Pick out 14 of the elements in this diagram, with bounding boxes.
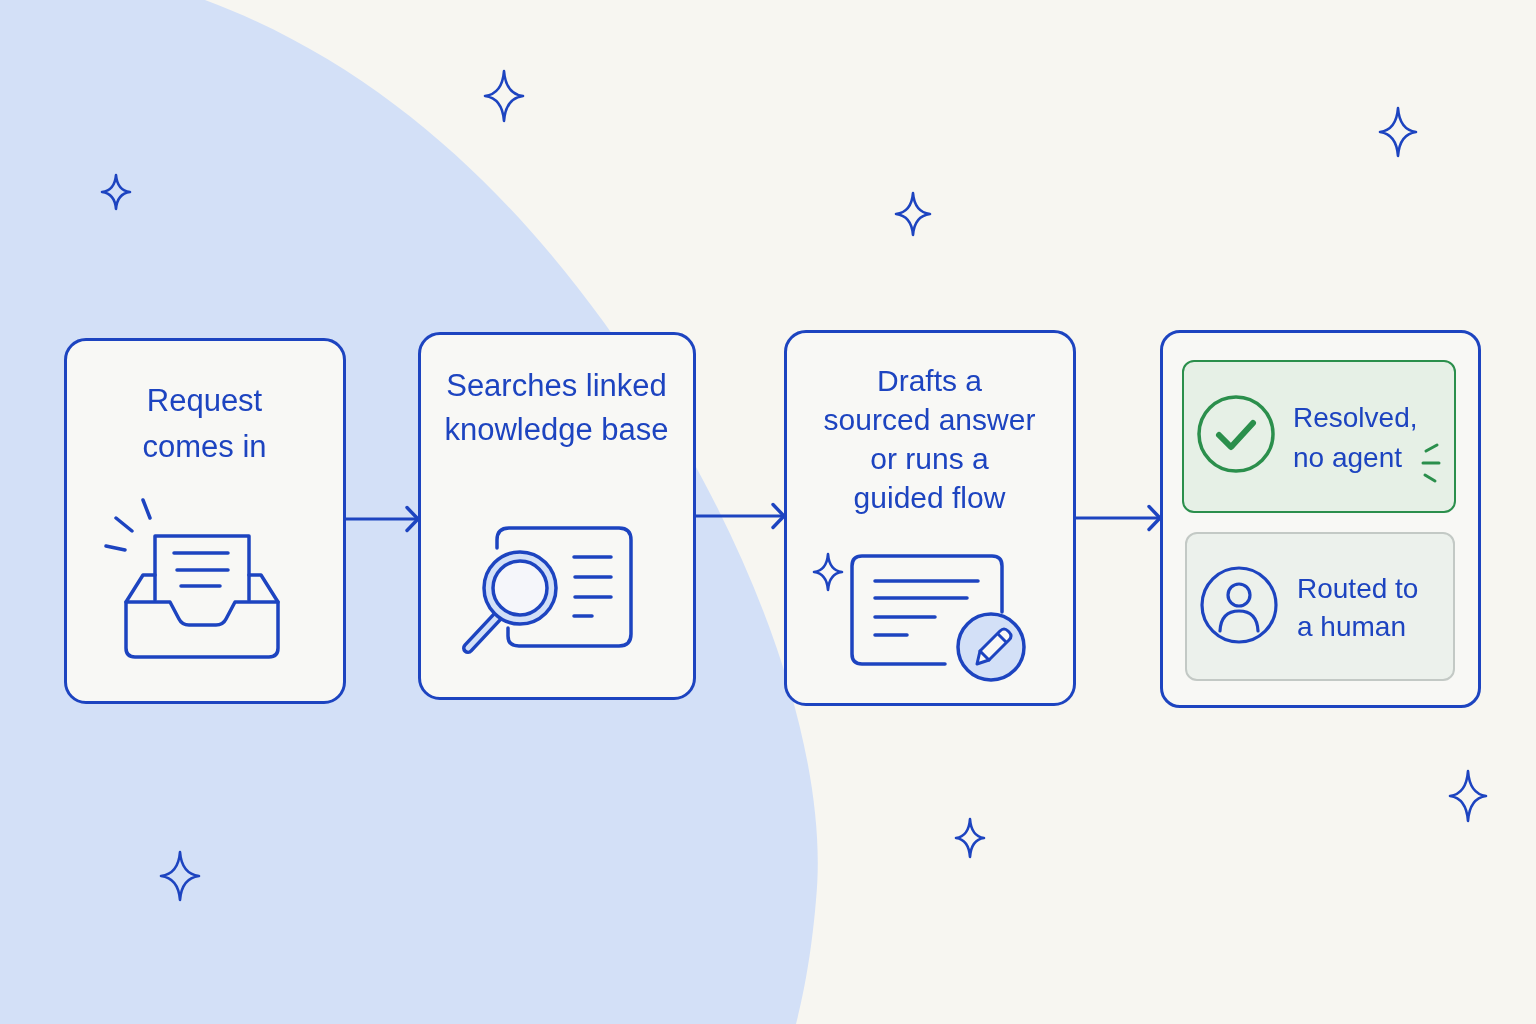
arrow (694, 502, 786, 530)
process-box (784, 330, 1076, 706)
arrow (1074, 504, 1162, 532)
process-box (418, 332, 696, 700)
step-text: Request comes in (141, 381, 268, 466)
outcome-panel (1160, 330, 1481, 708)
arrow (344, 505, 420, 533)
step-text: Resolved, no agent (1293, 401, 1419, 475)
step-text: Searches linked knowledge base (443, 366, 670, 449)
outcome-card (1184, 531, 1455, 681)
process-box (64, 338, 346, 704)
step-text: Routed to a human (1297, 572, 1420, 644)
outcome-card (1181, 359, 1456, 513)
step-text: Drafts a sourced answer or runs a guided flow (822, 362, 1037, 516)
